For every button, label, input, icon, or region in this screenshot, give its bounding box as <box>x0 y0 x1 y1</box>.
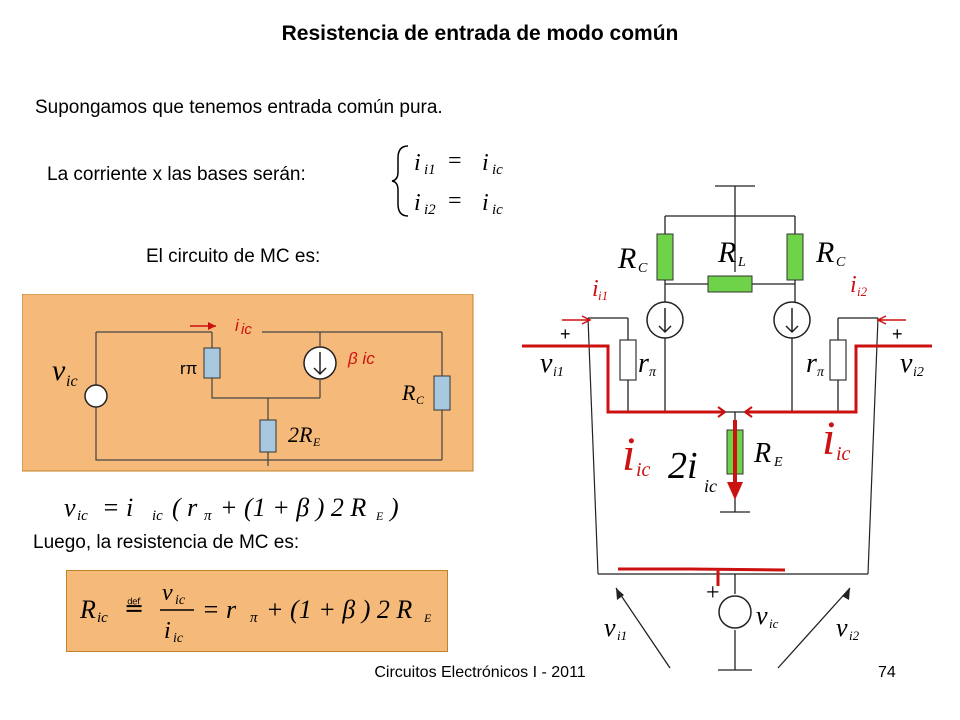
rc-right-label: R <box>815 236 834 269</box>
rc-right-resistor <box>786 233 804 281</box>
eq2-equals: = <box>448 188 462 214</box>
rc-right-sub: C <box>836 255 846 270</box>
frac-num: v <box>162 580 173 606</box>
vic-eq-vsub: ic <box>77 508 88 524</box>
rpi-left-sub: π <box>649 365 657 380</box>
rpi-left-label: r <box>638 348 649 379</box>
vic-eq-tail2: + (1 + β ) 2 R <box>220 493 366 522</box>
eq1-equals: = <box>448 148 462 174</box>
eq1-rhs: i <box>482 150 489 176</box>
vi1-sub: i1 <box>553 365 564 380</box>
rpi-left-resistor <box>619 339 637 381</box>
vic-large-sub: ic <box>769 616 779 631</box>
eq1-rhs-sub: ic <box>492 162 503 178</box>
vic-eq-e: E <box>375 509 384 523</box>
vi2-sub: i2 <box>913 365 924 380</box>
ii1-sub: i1 <box>598 288 608 303</box>
rl-label: R <box>717 236 736 269</box>
rl-sub: L <box>737 255 746 270</box>
eq2-lhs: i <box>414 190 421 216</box>
result-symbol: ≝ <box>124 596 144 622</box>
eq1-lhs-sub: i1 <box>424 162 436 178</box>
beta-label: β ic <box>347 349 375 368</box>
rc-left-sub: C <box>638 261 648 276</box>
page-number: 74 <box>878 664 896 681</box>
rpi-resistor <box>203 347 221 379</box>
rc-label: R <box>401 380 416 405</box>
mc-circuit-label: El circuito de MC es: <box>146 246 321 267</box>
rpi-right-resistor <box>829 339 847 381</box>
ii2-label: i <box>850 272 857 298</box>
result-mid: = r <box>202 595 237 624</box>
re-resistor <box>259 419 277 453</box>
vi2-label: v <box>900 348 913 379</box>
vic-sub: ic <box>66 373 78 390</box>
ii1-label: i <box>592 276 599 302</box>
bottom-vi1-sub: i1 <box>617 628 627 643</box>
iic-right-label: i <box>822 412 835 465</box>
vic-eq-close: ) <box>388 493 399 522</box>
two-iic-label: 2i <box>668 445 698 487</box>
result-pi: π <box>250 610 258 626</box>
frac-den-sub: ic <box>173 631 184 646</box>
current-label: ic <box>241 321 252 338</box>
rc-sub: C <box>416 393 425 407</box>
vic-source-large-icon <box>718 595 752 629</box>
iic-right-sub: ic <box>836 443 851 465</box>
vic-eq-rhs-sub: ic <box>152 508 163 524</box>
vic-label: v <box>52 354 66 387</box>
plus-right: + <box>892 324 903 344</box>
rpi-label: rπ <box>180 359 197 378</box>
rc-left-resistor <box>656 233 674 281</box>
mc-circuit-background <box>22 294 474 472</box>
frac-den: i <box>164 618 171 644</box>
src-plus: + <box>706 580 720 606</box>
result-r-sub: ic <box>97 610 108 626</box>
result-tail: + (1 + β ) 2 R <box>266 595 412 624</box>
intro-text: Supongamos que tenemos entrada común pur… <box>35 97 443 118</box>
result-r: R <box>79 595 96 624</box>
rpi-right-label: r <box>806 348 817 379</box>
base-currents-equations: i i1 = i ic i i2 = i ic <box>391 145 503 218</box>
differential-pair-diagram: R C R C R L i i1 i i2 + + v i1 v i2 r π … <box>522 185 932 671</box>
eq2-lhs-sub: i2 <box>424 202 436 218</box>
rc-resistor <box>433 375 451 411</box>
vic-source-icon <box>84 384 108 408</box>
bottom-vi1-label: v <box>604 613 616 642</box>
eq2-rhs-sub: ic <box>492 202 503 218</box>
rpi-right-sub: π <box>817 365 825 380</box>
frac-num-sub: ic <box>175 593 186 608</box>
vic-equation: v ic = i ic ( r π + (1 + β ) 2 R E ) <box>64 493 399 524</box>
rl-resistor <box>707 275 753 293</box>
eq1-lhs: i <box>414 150 421 176</box>
vi1-label: v <box>540 348 553 379</box>
mc-circuit-diagram: v ic i ic rπ β ic 2R E R C <box>22 294 474 472</box>
result-e: E <box>423 611 432 625</box>
vic-eq-rhs: = i <box>102 493 133 522</box>
two-iic-sub: ic <box>704 476 717 496</box>
bottom-vi2-sub: i2 <box>849 628 860 643</box>
iic-left-label: i <box>622 428 635 481</box>
result-equation-box: R ic ≝ v ic i ic = r π + (1 + β ) 2 R E <box>66 570 448 652</box>
ii2-sub: i2 <box>857 284 868 299</box>
vic-eq-tail: ( r <box>172 493 198 522</box>
current-label-i: i <box>235 316 240 335</box>
conclusion-text: Luego, la resistencia de MC es: <box>33 532 300 553</box>
eq2-rhs: i <box>482 190 489 216</box>
re-large-sub: E <box>773 455 783 470</box>
iic-left-sub: ic <box>636 459 651 481</box>
footer-text: Circuitos Electrónicos I - 2011 <box>374 664 586 681</box>
vic-eq-v: v <box>64 493 76 522</box>
bottom-vi2-label: v <box>836 613 848 642</box>
re-label: 2R <box>288 422 313 447</box>
slide-title: Resistencia de entrada de modo común <box>281 22 679 45</box>
base-currents-label: La corriente x las bases serán: <box>47 164 306 185</box>
vic-large-label: v <box>756 601 768 630</box>
vic-eq-pi: π <box>204 508 212 524</box>
plus-left: + <box>560 324 571 344</box>
rc-left-label: R <box>617 242 636 275</box>
re-sub: E <box>312 435 321 449</box>
re-large-label: R <box>753 438 771 469</box>
